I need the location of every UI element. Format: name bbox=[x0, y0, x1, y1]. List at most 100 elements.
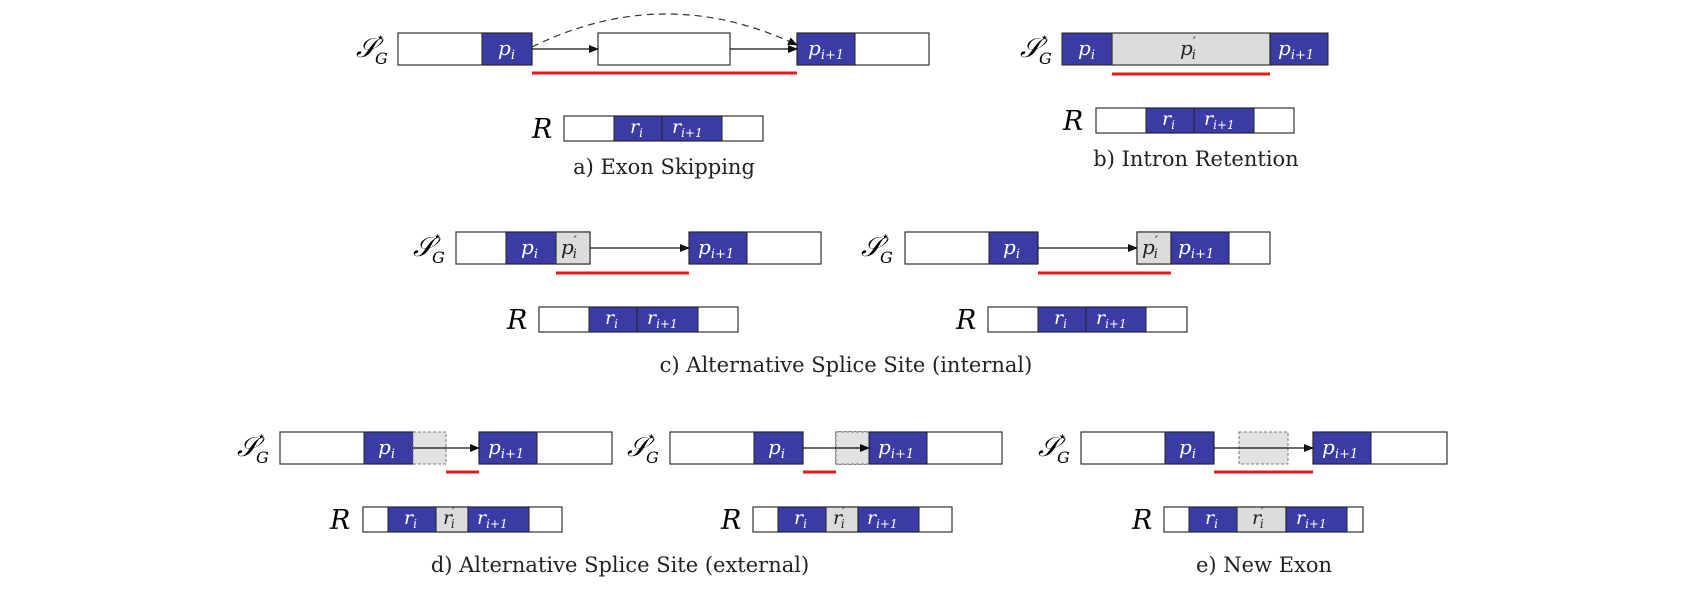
read-label: R bbox=[329, 505, 350, 536]
caption-c: c) Alternative Splice Site (internal) bbox=[660, 353, 1033, 377]
read-r-i1-label: ri+1 bbox=[1296, 507, 1327, 531]
read-r-i bbox=[613, 115, 663, 142]
read-r-prime-label: r′i bbox=[833, 505, 845, 531]
exon-p-i1 bbox=[868, 431, 928, 465]
read-label: R bbox=[1131, 505, 1152, 536]
caption-a: a) Exon Skipping bbox=[573, 155, 755, 179]
panel-new-exon: 𝒮 G ⋆ pi pi+1 R ri r′i ri+1 e) New Exon bbox=[1038, 429, 1448, 577]
caption-e: e) New Exon bbox=[1196, 553, 1332, 577]
skipped-exon bbox=[597, 32, 731, 66]
exon-p-i-label: pi bbox=[521, 235, 538, 262]
read-r-i bbox=[1145, 107, 1195, 134]
sg-sub: G bbox=[256, 448, 269, 467]
read-label: R bbox=[720, 505, 741, 536]
exon-p-i1-label: pi+1 bbox=[1178, 235, 1214, 262]
exon-p-i bbox=[481, 32, 533, 66]
exon-p-i-label: pi bbox=[768, 435, 785, 462]
read-label: R bbox=[531, 114, 552, 145]
exon-p-i1-label: pi+1 bbox=[808, 36, 844, 63]
exon-p-i bbox=[1164, 431, 1215, 465]
sg-sub: G bbox=[1039, 49, 1052, 68]
read-r-i bbox=[588, 306, 638, 333]
read-r-i-label: ri bbox=[605, 307, 618, 331]
alt-site-label: p′i bbox=[561, 234, 577, 262]
read-r-i-label: ri bbox=[1162, 108, 1175, 132]
exon-p-i-label: pi bbox=[1078, 36, 1095, 63]
read-r-i1 bbox=[1193, 107, 1255, 134]
exon-p-i1-label: pi+1 bbox=[488, 435, 524, 462]
sg-sub: G bbox=[432, 248, 445, 267]
sg-sub: G bbox=[880, 248, 893, 267]
sg-sub: G bbox=[1057, 448, 1070, 467]
exon-p-i1-label: pi+1 bbox=[698, 235, 734, 262]
sg-sup: ⋆ bbox=[433, 229, 442, 245]
sg-sub: G bbox=[375, 49, 388, 68]
exon-p-i bbox=[363, 431, 414, 465]
read-r-i1-label: ri+1 bbox=[1204, 108, 1235, 132]
sg-sup: ⋆ bbox=[1058, 429, 1067, 445]
read-r-i1 bbox=[1285, 506, 1348, 533]
read-r-i-label: ri bbox=[1054, 307, 1067, 331]
exon-p-i-label: pi bbox=[498, 36, 515, 63]
exon-p-i1 bbox=[688, 231, 748, 265]
exon-p-i1-label: pi+1 bbox=[1322, 435, 1358, 462]
exon-p-i bbox=[1061, 32, 1113, 66]
exon-p-i bbox=[753, 431, 804, 465]
skip-edge bbox=[531, 13, 798, 48]
sg-sup: ⋆ bbox=[881, 229, 890, 245]
read-r-i1-label: ri+1 bbox=[477, 507, 508, 531]
read-r-i-label: ri bbox=[404, 507, 417, 531]
read-r-i1-label: ri+1 bbox=[672, 116, 703, 140]
read-r-prime bbox=[825, 506, 859, 533]
exon-p-i1 bbox=[1269, 32, 1329, 66]
read-r-prime bbox=[435, 506, 469, 533]
exon-p-i-label: pi bbox=[1179, 435, 1196, 462]
exon-p-i1-label: pi+1 bbox=[1278, 36, 1314, 63]
read-r-prime bbox=[1236, 506, 1287, 533]
panel-intron-retention: 𝒮 G ⋆ pi p′i pi+1 R ri ri+1 b) Intron Re… bbox=[1020, 30, 1329, 171]
caption-d: d) Alternative Splice Site (external) bbox=[431, 553, 809, 577]
panel-alt-splice-internal: 𝒮 G ⋆ pi p′i pi+1 R ri ri+1 𝒮 G ⋆ pi p′i… bbox=[413, 229, 1271, 377]
read-r-i bbox=[1188, 506, 1238, 533]
exon-p-i1 bbox=[1170, 231, 1230, 265]
read-r-prime-label: r′i bbox=[443, 505, 455, 531]
intron-p-prime-label: p′i bbox=[1180, 35, 1196, 63]
exon-p-i1 bbox=[478, 431, 538, 465]
read-label: R bbox=[506, 305, 527, 336]
read-r-i1 bbox=[857, 506, 920, 533]
read-r-i-label: ri bbox=[630, 116, 643, 140]
read-r-i1 bbox=[1085, 306, 1147, 333]
read-r-prime-label: r′i bbox=[1252, 505, 1264, 531]
read-r-i1 bbox=[467, 506, 530, 533]
read-r-i-label: ri bbox=[794, 507, 807, 531]
sg-sup: ⋆ bbox=[647, 429, 656, 445]
exon-p-i1-label: pi+1 bbox=[878, 435, 914, 462]
read-r-i1-label: ri+1 bbox=[1096, 307, 1127, 331]
exon-p-i bbox=[505, 231, 557, 265]
retained-intron bbox=[1111, 32, 1271, 66]
read-r-i bbox=[777, 506, 827, 533]
read-r-i bbox=[1037, 306, 1087, 333]
exon-p-i-label: pi bbox=[1003, 235, 1020, 262]
sg-sup: ⋆ bbox=[376, 30, 385, 46]
sg-sub: G bbox=[646, 448, 659, 467]
read-r-i bbox=[387, 506, 437, 533]
read-r-i1-label: ri+1 bbox=[647, 307, 678, 331]
panel-alt-splice-external: 𝒮 G ⋆ pi pi+1 R ri r′i ri+1 𝒮 G ⋆ pi pi+… bbox=[237, 429, 1003, 577]
exon-p-i-label: pi bbox=[378, 435, 395, 462]
read-r-i1-label: ri+1 bbox=[867, 507, 898, 531]
sg-sup: ⋆ bbox=[257, 429, 266, 445]
panel-exon-skipping: 𝒮 G ⋆ pi pi+1 R ri ri+1 a) Exon Skipping bbox=[356, 13, 930, 179]
read-label: R bbox=[1062, 106, 1083, 137]
sg-sup: ⋆ bbox=[1040, 30, 1049, 46]
read-r-i-label: ri bbox=[1205, 507, 1218, 531]
alt-site-p-prime bbox=[1136, 231, 1172, 265]
read-r-i1 bbox=[661, 115, 723, 142]
exon-p-i1 bbox=[796, 32, 856, 66]
alt-site-label: p′i bbox=[1142, 234, 1158, 262]
read-label: R bbox=[955, 305, 976, 336]
exon-p-i1 bbox=[1312, 431, 1372, 465]
exon-p-i bbox=[988, 231, 1039, 265]
caption-b: b) Intron Retention bbox=[1093, 147, 1298, 171]
